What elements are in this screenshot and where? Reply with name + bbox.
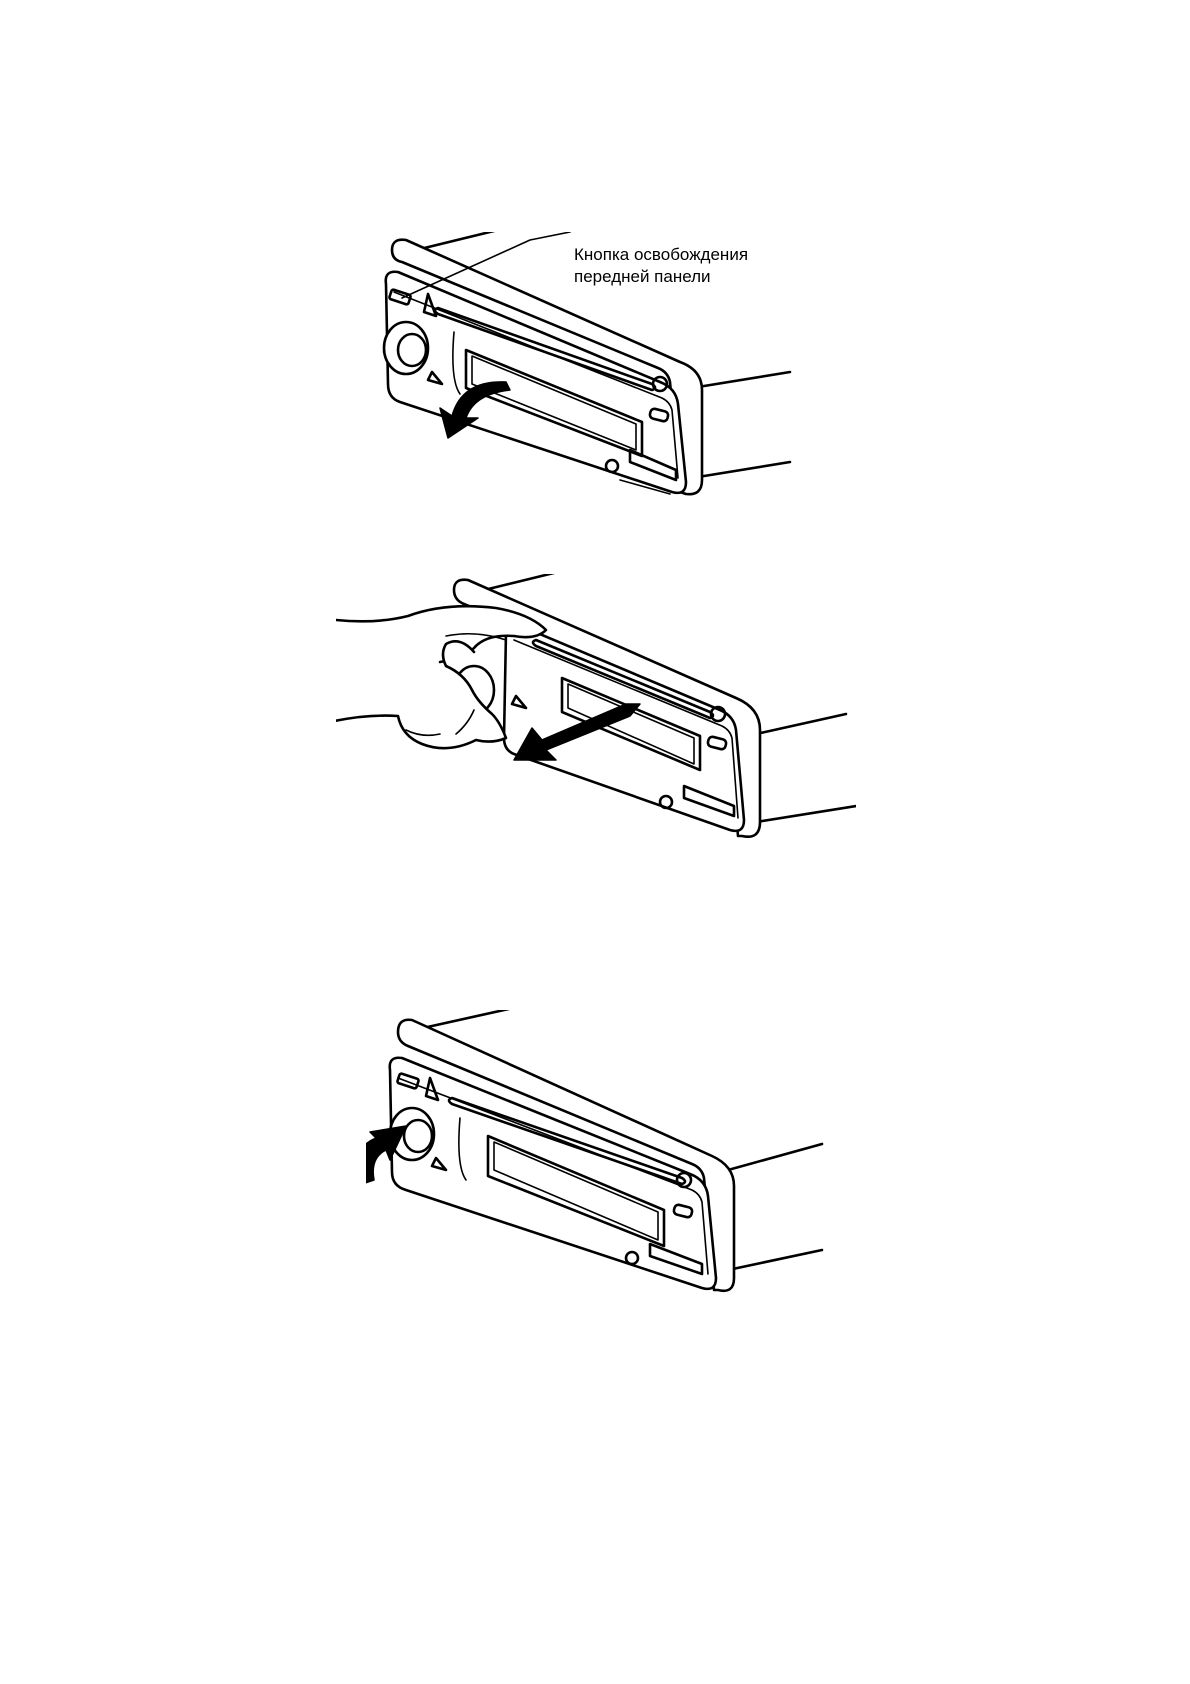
radio-illustration-3 bbox=[366, 1010, 836, 1310]
callout-label: Кнопка освобождения передней панели bbox=[574, 244, 748, 288]
callout-line-2: передней панели bbox=[574, 266, 748, 288]
figure-attach-front-panel bbox=[366, 1010, 836, 1310]
radio-illustration-2 bbox=[336, 574, 856, 864]
figure-remove-front-panel bbox=[336, 574, 856, 864]
callout-line-1: Кнопка освобождения bbox=[574, 244, 748, 266]
